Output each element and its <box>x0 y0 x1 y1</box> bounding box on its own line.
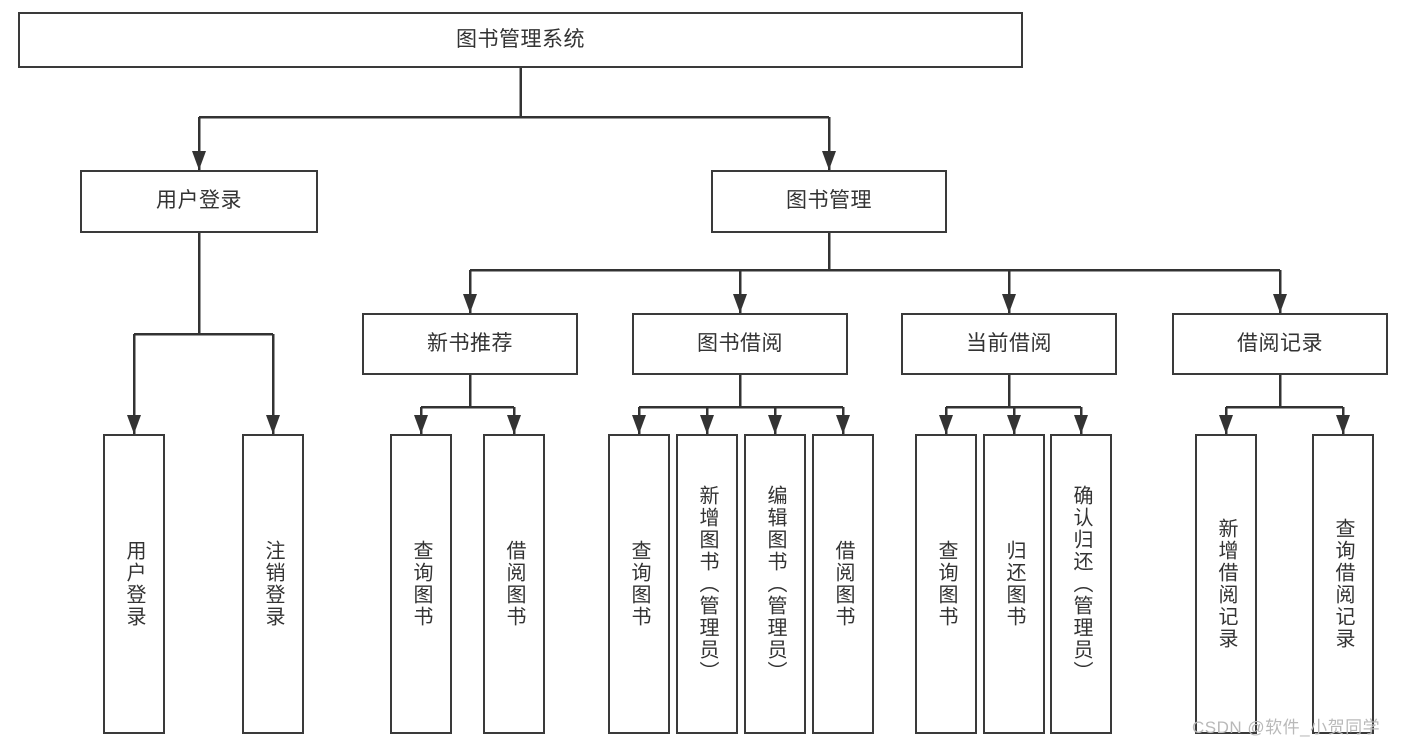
node-box-leaf-query-record[interactable]: 查询借阅记录 <box>1312 434 1374 734</box>
watermark: CSDN @软件_小贺同学 <box>1192 718 1381 737</box>
node-label: 注销登录 <box>262 540 284 628</box>
node-box-leaf-return-book[interactable]: 归还图书 <box>983 434 1045 734</box>
node-label: 查询借阅记录 <box>1332 518 1354 650</box>
node-box-current-borrow[interactable]: 当前借阅 <box>901 313 1117 375</box>
arrow-head <box>266 415 280 434</box>
arrow-head <box>836 415 850 434</box>
arrow-head <box>939 415 953 434</box>
node-box-new-book-recommend[interactable]: 新书推荐 <box>362 313 578 375</box>
arrow-head <box>768 415 782 434</box>
node-label: 新增借阅记录 <box>1215 518 1237 650</box>
arrow-head <box>733 294 747 313</box>
arrow-head <box>463 294 477 313</box>
node-box-root[interactable]: 图书管理系统 <box>18 12 1023 68</box>
arrow-head <box>700 415 714 434</box>
node-box-leaf-add-book[interactable]: 新增图书（管理员） <box>676 434 738 734</box>
node-box-leaf-edit-book[interactable]: 编辑图书（管理员） <box>744 434 806 734</box>
arrow-head <box>822 151 836 170</box>
arrow-head <box>1002 294 1016 313</box>
node-label: 借阅记录 <box>1237 331 1323 355</box>
node-label: 借阅图书 <box>503 540 525 628</box>
node-label: 借阅图书 <box>832 540 854 628</box>
node-box-leaf-add-record[interactable]: 新增借阅记录 <box>1195 434 1257 734</box>
node-label: 当前借阅 <box>966 331 1052 355</box>
arrow-head <box>192 151 206 170</box>
node-box-leaf-query-book-3[interactable]: 查询图书 <box>915 434 977 734</box>
arrow-head <box>507 415 521 434</box>
node-label: 用户登录 <box>156 189 242 213</box>
node-label: 图书管理系统 <box>456 27 585 51</box>
arrow-head <box>1219 415 1233 434</box>
node-box-book-borrow[interactable]: 图书借阅 <box>632 313 848 375</box>
node-box-leaf-query-book-1[interactable]: 查询图书 <box>390 434 452 734</box>
node-box-leaf-user-login[interactable]: 用户登录 <box>103 434 165 734</box>
node-label: 用户登录 <box>123 540 145 628</box>
arrow-head <box>1336 415 1350 434</box>
node-box-book-manage[interactable]: 图书管理 <box>711 170 947 233</box>
node-box-leaf-query-book-2[interactable]: 查询图书 <box>608 434 670 734</box>
node-label: 查询图书 <box>935 540 957 628</box>
node-box-leaf-borrow-book-1[interactable]: 借阅图书 <box>483 434 545 734</box>
arrow-head <box>414 415 428 434</box>
node-box-leaf-borrow-book-2[interactable]: 借阅图书 <box>812 434 874 734</box>
node-box-leaf-confirm-return[interactable]: 确认归还（管理员） <box>1050 434 1112 734</box>
arrow-head <box>632 415 646 434</box>
node-label: 归还图书 <box>1003 540 1025 628</box>
arrow-head <box>1074 415 1088 434</box>
arrow-head <box>1007 415 1021 434</box>
node-label: 新增图书（管理员） <box>696 485 718 683</box>
node-label: 图书管理 <box>786 189 872 213</box>
node-box-leaf-logout[interactable]: 注销登录 <box>242 434 304 734</box>
node-label: 查询图书 <box>410 540 432 628</box>
node-label: 编辑图书（管理员） <box>764 485 786 683</box>
node-label: 确认归还（管理员） <box>1070 485 1092 683</box>
node-box-borrow-record[interactable]: 借阅记录 <box>1172 313 1388 375</box>
arrow-head <box>1273 294 1287 313</box>
node-box-user-login[interactable]: 用户登录 <box>80 170 318 233</box>
arrow-head <box>127 415 141 434</box>
node-label: 新书推荐 <box>427 331 513 355</box>
node-label: 图书借阅 <box>697 331 783 355</box>
node-label: 查询图书 <box>628 540 650 628</box>
